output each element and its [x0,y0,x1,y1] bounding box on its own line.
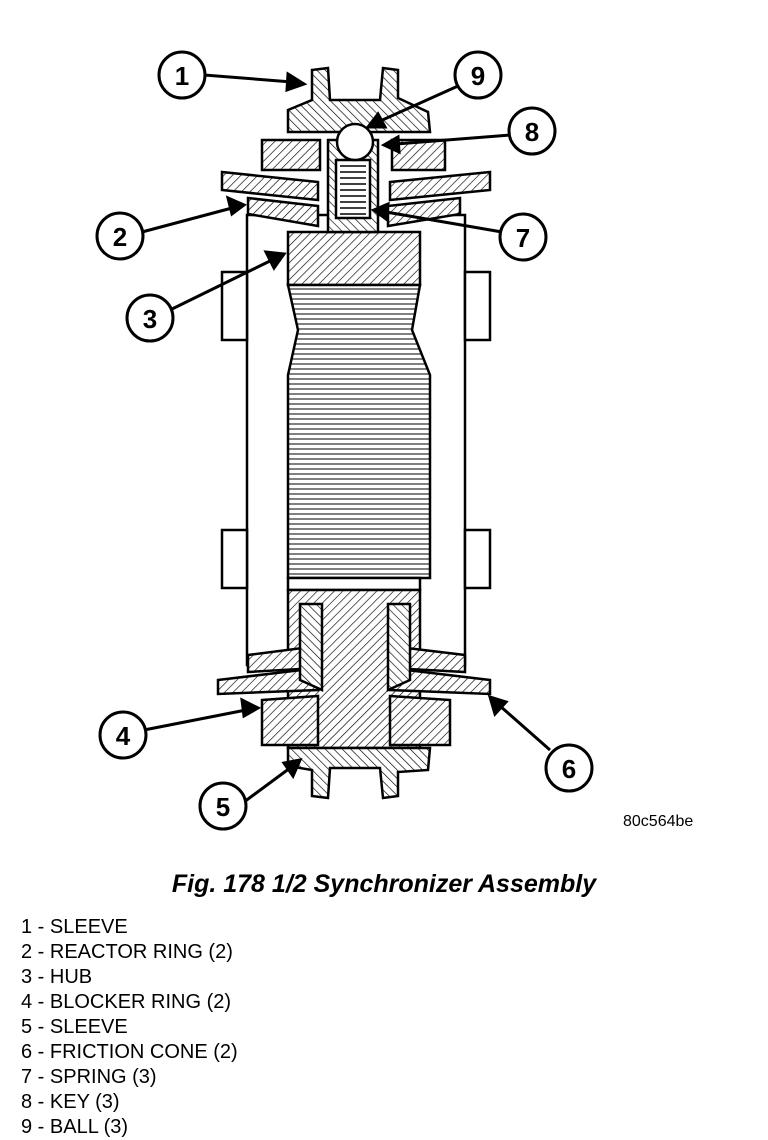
rings [216,138,492,747]
sleeve-bottom [286,746,432,800]
figure-code: 80c564be [623,813,694,830]
callout-4: 4 [116,721,131,751]
legend-item: 9 - BALL (3) [21,1116,129,1138]
legend-item: 1 - SLEEVE [21,916,128,938]
sleeve-top [286,66,432,134]
callout-6: 6 [562,754,576,784]
callout-2: 2 [113,222,127,252]
legend-item: 3 - HUB [21,966,93,988]
legend-item: 2 - REACTOR RING (2) [21,941,233,963]
callout-circles [95,50,594,831]
figure-caption: Fig. 178 1/2 Synchronizer Assembly [171,870,597,898]
key-spring-ball [334,122,375,220]
callout-9: 9 [471,61,485,91]
leader-arrows [141,71,551,804]
callout-1: 1 [175,61,189,91]
synchronizer-diagram: 1 2 3 4 5 6 7 8 9 [95,50,594,831]
legend-item: 7 - SPRING (3) [21,1066,157,1088]
callout-7: 7 [516,223,530,253]
callout-labels: 1 2 3 4 5 6 7 8 9 [113,61,576,822]
callout-8: 8 [525,117,539,147]
legend-item: 8 - KEY (3) [21,1091,120,1113]
legend-item: 6 - FRICTION CONE (2) [21,1041,238,1063]
callout-5: 5 [216,792,230,822]
legend-item: 5 - SLEEVE [21,1016,128,1038]
legend-item: 4 - BLOCKER RING (2) [21,991,232,1013]
callout-3: 3 [143,304,157,334]
parts-legend: 1 - SLEEVE 2 - REACTOR RING (2) 3 - HUB … [21,915,238,1140]
